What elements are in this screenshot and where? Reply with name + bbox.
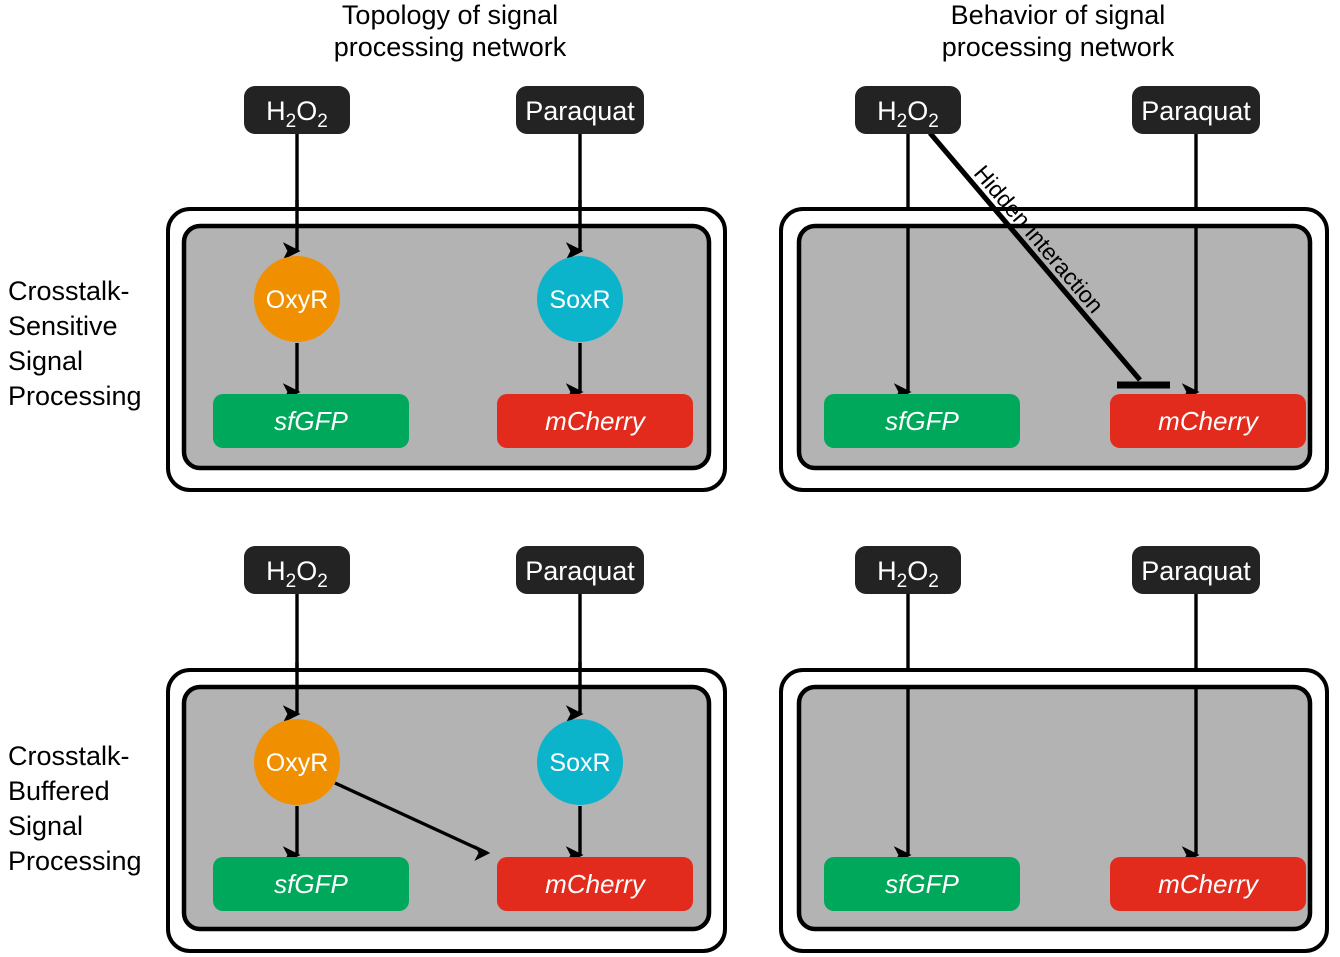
- column-title-topology-line1: Topology of signal: [342, 0, 558, 30]
- stimulus-paraquat-label: Paraquat: [1141, 96, 1251, 126]
- stimulus-h2o2-box[interactable]: [244, 546, 350, 594]
- stimulus-paraquat-box[interactable]: [1132, 546, 1260, 594]
- stimulus-paraquat-box[interactable]: [1132, 86, 1260, 134]
- stimulus-paraquat-label: Paraquat: [525, 96, 635, 126]
- row-label-buffered-line2: Buffered: [8, 776, 110, 806]
- reporter-sfgfp-label: sfGFP: [274, 406, 348, 436]
- reporter-mcherry-label: mCherry: [545, 869, 647, 899]
- hidden-interaction-line: [928, 131, 1142, 382]
- reporter-sfgfp-label: sfGFP: [274, 869, 348, 899]
- h2o2-h: H: [877, 556, 897, 586]
- h2o2-h: H: [266, 96, 286, 126]
- column-title-topology: Topology of signal processing network: [334, 0, 567, 62]
- h2o2-o: O: [907, 96, 928, 126]
- stimulus-paraquat-label: Paraquat: [1141, 556, 1251, 586]
- row-label-sensitive-line3: Signal: [8, 346, 83, 376]
- node-oxyr-label: OxyR: [266, 749, 329, 777]
- h2o2-sub1: 2: [286, 571, 297, 592]
- panel-behavior-crosstalk-sensitive: Hidden interaction sfGFP mCherry H2O2 Pa…: [779, 86, 1329, 492]
- row-label-buffered-line3: Signal: [8, 811, 83, 841]
- stimulus-h2o2-label: H2O2: [877, 556, 939, 592]
- h2o2-o: O: [296, 96, 317, 126]
- stimulus-paraquat[interactable]: Paraquat: [516, 546, 644, 594]
- stimulus-h2o2-box[interactable]: [855, 546, 961, 594]
- reporter-sfgfp-box[interactable]: [213, 857, 409, 911]
- row-label-buffered-line4: Processing: [8, 846, 142, 876]
- reporter-sfgfp-box[interactable]: [824, 394, 1020, 448]
- row-label-sensitive-line1: Crosstalk-: [8, 276, 130, 306]
- node-oxyr-label: OxyR: [266, 286, 329, 314]
- panel-behavior-crosstalk-buffered: sfGFP mCherry H2O2 Paraquat: [779, 546, 1329, 953]
- stimulus-h2o2-label: H2O2: [877, 96, 939, 132]
- reporter-mcherry-box[interactable]: [1110, 394, 1306, 448]
- panel-topology-crosstalk-buffered: OxyR SoxR sfGFP mCherry H2O2 Paraquat: [166, 546, 727, 953]
- stimulus-h2o2[interactable]: H2O2: [244, 86, 350, 134]
- panel-topology-crosstalk-sensitive: OxyR SoxR sfGFP mCherry H2O2 Paraquat: [166, 86, 727, 492]
- reporter-sfgfp[interactable]: sfGFP: [824, 394, 1020, 448]
- node-oxyr-circle[interactable]: [254, 719, 340, 805]
- reporter-sfgfp-label: sfGFP: [885, 869, 959, 899]
- h2o2-o: O: [907, 556, 928, 586]
- node-oxyr[interactable]: OxyR: [254, 719, 340, 805]
- h2o2-sub2: 2: [317, 571, 328, 592]
- reporter-sfgfp-box[interactable]: [824, 857, 1020, 911]
- reporter-mcherry-label: mCherry: [545, 406, 647, 436]
- reporter-mcherry-box[interactable]: [497, 394, 693, 448]
- row-label-buffered-line1: Crosstalk-: [8, 741, 130, 771]
- node-soxr[interactable]: SoxR: [537, 256, 623, 342]
- stimulus-h2o2-box[interactable]: [244, 86, 350, 134]
- row-label-crosstalk-buffered: Crosstalk- Buffered Signal Processing: [8, 741, 142, 876]
- column-title-behavior: Behavior of signal processing network: [942, 0, 1175, 62]
- h2o2-h: H: [266, 556, 286, 586]
- stimulus-paraquat[interactable]: Paraquat: [1132, 86, 1260, 134]
- reporter-mcherry-box[interactable]: [1110, 857, 1306, 911]
- row-label-crosstalk-sensitive: Crosstalk- Sensitive Signal Processing: [8, 276, 142, 411]
- h2o2-sub2: 2: [928, 571, 939, 592]
- node-oxyr[interactable]: OxyR: [254, 256, 340, 342]
- row-label-sensitive-line2: Sensitive: [8, 311, 118, 341]
- edge-oxyr-to-mcherry: [334, 781, 491, 861]
- column-title-behavior-line1: Behavior of signal: [951, 0, 1166, 30]
- node-soxr-circle[interactable]: [537, 256, 623, 342]
- node-oxyr-circle[interactable]: [254, 256, 340, 342]
- reporter-sfgfp-box[interactable]: [213, 394, 409, 448]
- h2o2-o: O: [296, 556, 317, 586]
- reporter-mcherry-label: mCherry: [1158, 406, 1260, 436]
- stimulus-paraquat-box[interactable]: [516, 86, 644, 134]
- stimulus-h2o2[interactable]: H2O2: [855, 86, 961, 134]
- reporter-sfgfp[interactable]: sfGFP: [824, 857, 1020, 911]
- reporter-sfgfp-label: sfGFP: [885, 406, 959, 436]
- stimulus-paraquat[interactable]: Paraquat: [516, 86, 644, 134]
- h2o2-sub1: 2: [897, 111, 908, 132]
- row-label-sensitive-line4: Processing: [8, 381, 142, 411]
- reporter-mcherry[interactable]: mCherry: [1110, 394, 1306, 448]
- stimulus-paraquat[interactable]: Paraquat: [1132, 546, 1260, 594]
- reporter-mcherry[interactable]: mCherry: [497, 857, 693, 911]
- h2o2-sub1: 2: [286, 111, 297, 132]
- stimulus-h2o2-box[interactable]: [855, 86, 961, 134]
- reporter-mcherry[interactable]: mCherry: [1110, 857, 1306, 911]
- reporter-mcherry-label: mCherry: [1158, 869, 1260, 899]
- node-soxr-label: SoxR: [549, 286, 610, 314]
- h2o2-sub1: 2: [897, 571, 908, 592]
- stimulus-h2o2-label: H2O2: [266, 96, 328, 132]
- node-soxr[interactable]: SoxR: [537, 719, 623, 805]
- node-soxr-circle[interactable]: [537, 719, 623, 805]
- stimulus-h2o2[interactable]: H2O2: [855, 546, 961, 594]
- stimulus-h2o2-label: H2O2: [266, 556, 328, 592]
- reporter-sfgfp[interactable]: sfGFP: [213, 394, 409, 448]
- h2o2-h: H: [877, 96, 897, 126]
- stimulus-paraquat-box[interactable]: [516, 546, 644, 594]
- node-soxr-label: SoxR: [549, 749, 610, 777]
- reporter-sfgfp[interactable]: sfGFP: [213, 857, 409, 911]
- h2o2-sub2: 2: [928, 111, 939, 132]
- stimulus-h2o2[interactable]: H2O2: [244, 546, 350, 594]
- reporter-mcherry[interactable]: mCherry: [497, 394, 693, 448]
- column-title-topology-line2: processing network: [334, 32, 567, 62]
- column-title-behavior-line2: processing network: [942, 32, 1175, 62]
- reporter-mcherry-box[interactable]: [497, 857, 693, 911]
- h2o2-sub2: 2: [317, 111, 328, 132]
- stimulus-paraquat-label: Paraquat: [525, 556, 635, 586]
